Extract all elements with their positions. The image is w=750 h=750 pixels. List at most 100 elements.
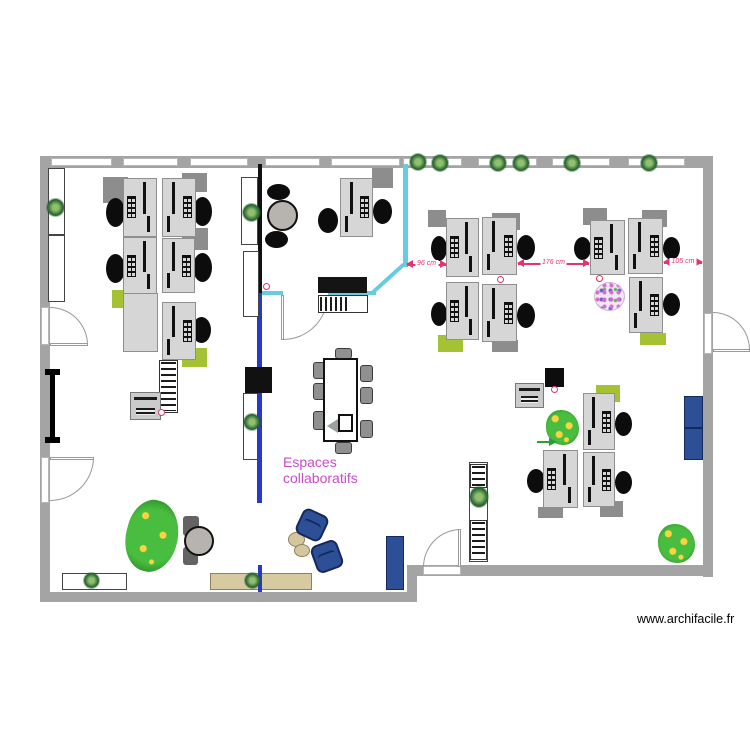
desk[interactable] bbox=[482, 217, 517, 275]
plant-bush[interactable] bbox=[117, 494, 187, 578]
desk-mat[interactable] bbox=[492, 340, 518, 352]
plant[interactable] bbox=[84, 573, 99, 588]
plant[interactable] bbox=[47, 199, 64, 216]
plant[interactable] bbox=[244, 414, 260, 430]
cpu-icon bbox=[166, 339, 170, 356]
desk-mat[interactable] bbox=[428, 210, 446, 227]
arrowhead-icon bbox=[517, 259, 524, 267]
plant[interactable] bbox=[513, 155, 529, 171]
desk[interactable] bbox=[123, 178, 157, 237]
conference-chair[interactable] bbox=[335, 442, 352, 454]
shelf[interactable] bbox=[48, 235, 65, 302]
monitor-icon bbox=[464, 222, 468, 254]
plant[interactable] bbox=[641, 155, 657, 171]
office-chair[interactable] bbox=[106, 198, 125, 227]
cabinet-blue[interactable] bbox=[684, 396, 703, 428]
desk[interactable] bbox=[590, 220, 625, 275]
door-leaf[interactable] bbox=[458, 529, 461, 567]
cabinet-blue[interactable] bbox=[684, 428, 703, 460]
lounge-armchair[interactable] bbox=[308, 538, 346, 575]
desk-mat-green[interactable] bbox=[640, 333, 666, 345]
printer[interactable] bbox=[515, 383, 544, 408]
door-arc[interactable] bbox=[423, 529, 461, 567]
desk[interactable] bbox=[482, 284, 517, 342]
cabinet[interactable] bbox=[318, 277, 367, 293]
office-chair[interactable] bbox=[431, 236, 447, 261]
office-chair[interactable] bbox=[527, 469, 545, 493]
door-arc[interactable] bbox=[50, 457, 94, 501]
desk[interactable] bbox=[628, 218, 663, 274]
arrowhead-icon bbox=[440, 260, 447, 268]
office-chair[interactable] bbox=[106, 254, 125, 283]
desk[interactable] bbox=[162, 238, 195, 293]
desk[interactable] bbox=[583, 452, 615, 507]
office-chair[interactable] bbox=[517, 235, 535, 260]
plant[interactable] bbox=[470, 487, 488, 507]
office-chair[interactable] bbox=[574, 237, 591, 260]
equipment-box[interactable] bbox=[545, 368, 564, 387]
office-chair[interactable] bbox=[517, 303, 535, 328]
door-leaf[interactable] bbox=[281, 295, 284, 340]
table-device[interactable] bbox=[338, 414, 353, 432]
printer-detail bbox=[521, 396, 538, 403]
keyboard-icon bbox=[450, 236, 459, 259]
conference-chair[interactable] bbox=[360, 365, 373, 382]
desk-mat[interactable] bbox=[538, 507, 563, 518]
bookshelf[interactable] bbox=[159, 360, 178, 413]
office-chair[interactable] bbox=[373, 199, 392, 224]
plant-bush[interactable] bbox=[658, 524, 695, 563]
door-arc[interactable] bbox=[50, 307, 88, 345]
office-chair[interactable] bbox=[193, 197, 212, 226]
round-table[interactable] bbox=[184, 526, 214, 556]
desk[interactable] bbox=[340, 178, 373, 237]
bookshelf[interactable] bbox=[470, 464, 487, 488]
office-chair[interactable] bbox=[265, 231, 288, 248]
cabinet-blue[interactable] bbox=[386, 536, 404, 590]
bookshelf[interactable] bbox=[470, 520, 487, 560]
keyboard-icon bbox=[547, 467, 556, 490]
office-chair[interactable] bbox=[663, 293, 680, 316]
desk[interactable] bbox=[629, 277, 663, 333]
radiator[interactable] bbox=[45, 369, 60, 443]
office-chair[interactable] bbox=[431, 302, 447, 326]
door-leaf[interactable] bbox=[50, 457, 94, 460]
plant[interactable] bbox=[243, 204, 260, 221]
conference-chair[interactable] bbox=[360, 420, 373, 438]
desk[interactable] bbox=[162, 178, 196, 237]
conference-chair[interactable] bbox=[360, 387, 373, 404]
desk[interactable] bbox=[446, 282, 479, 340]
shelf[interactable] bbox=[243, 251, 259, 317]
printer[interactable] bbox=[130, 392, 161, 420]
plant[interactable] bbox=[410, 154, 426, 170]
plant[interactable] bbox=[245, 573, 260, 588]
watermark: www.archifacile.fr bbox=[637, 612, 735, 626]
keyboard-icon bbox=[182, 254, 191, 277]
round-rug[interactable] bbox=[594, 282, 625, 311]
office-chair[interactable] bbox=[615, 471, 632, 494]
office-chair[interactable] bbox=[267, 184, 290, 200]
bookshelf[interactable] bbox=[318, 295, 368, 313]
keyboard-icon bbox=[450, 299, 459, 322]
plant[interactable] bbox=[490, 155, 506, 171]
desk[interactable] bbox=[446, 218, 479, 277]
table[interactable] bbox=[123, 293, 158, 352]
door-leaf[interactable] bbox=[713, 349, 750, 352]
door-leaf[interactable] bbox=[50, 343, 88, 346]
desk[interactable] bbox=[583, 393, 615, 450]
desk-mat[interactable] bbox=[372, 168, 393, 188]
office-chair[interactable] bbox=[192, 317, 211, 343]
office-chair[interactable] bbox=[193, 253, 212, 282]
door-arc[interactable] bbox=[713, 312, 750, 350]
pouf[interactable] bbox=[294, 544, 310, 557]
monitor-icon bbox=[142, 241, 146, 272]
desk[interactable] bbox=[543, 450, 578, 508]
plant[interactable] bbox=[564, 155, 580, 171]
round-table[interactable] bbox=[267, 200, 298, 231]
plant[interactable] bbox=[432, 155, 448, 171]
office-chair[interactable] bbox=[318, 208, 338, 233]
desk[interactable] bbox=[162, 302, 196, 360]
office-chair[interactable] bbox=[663, 237, 680, 260]
office-chair[interactable] bbox=[615, 412, 632, 436]
desk[interactable] bbox=[123, 237, 157, 294]
monitor-icon bbox=[464, 286, 468, 318]
